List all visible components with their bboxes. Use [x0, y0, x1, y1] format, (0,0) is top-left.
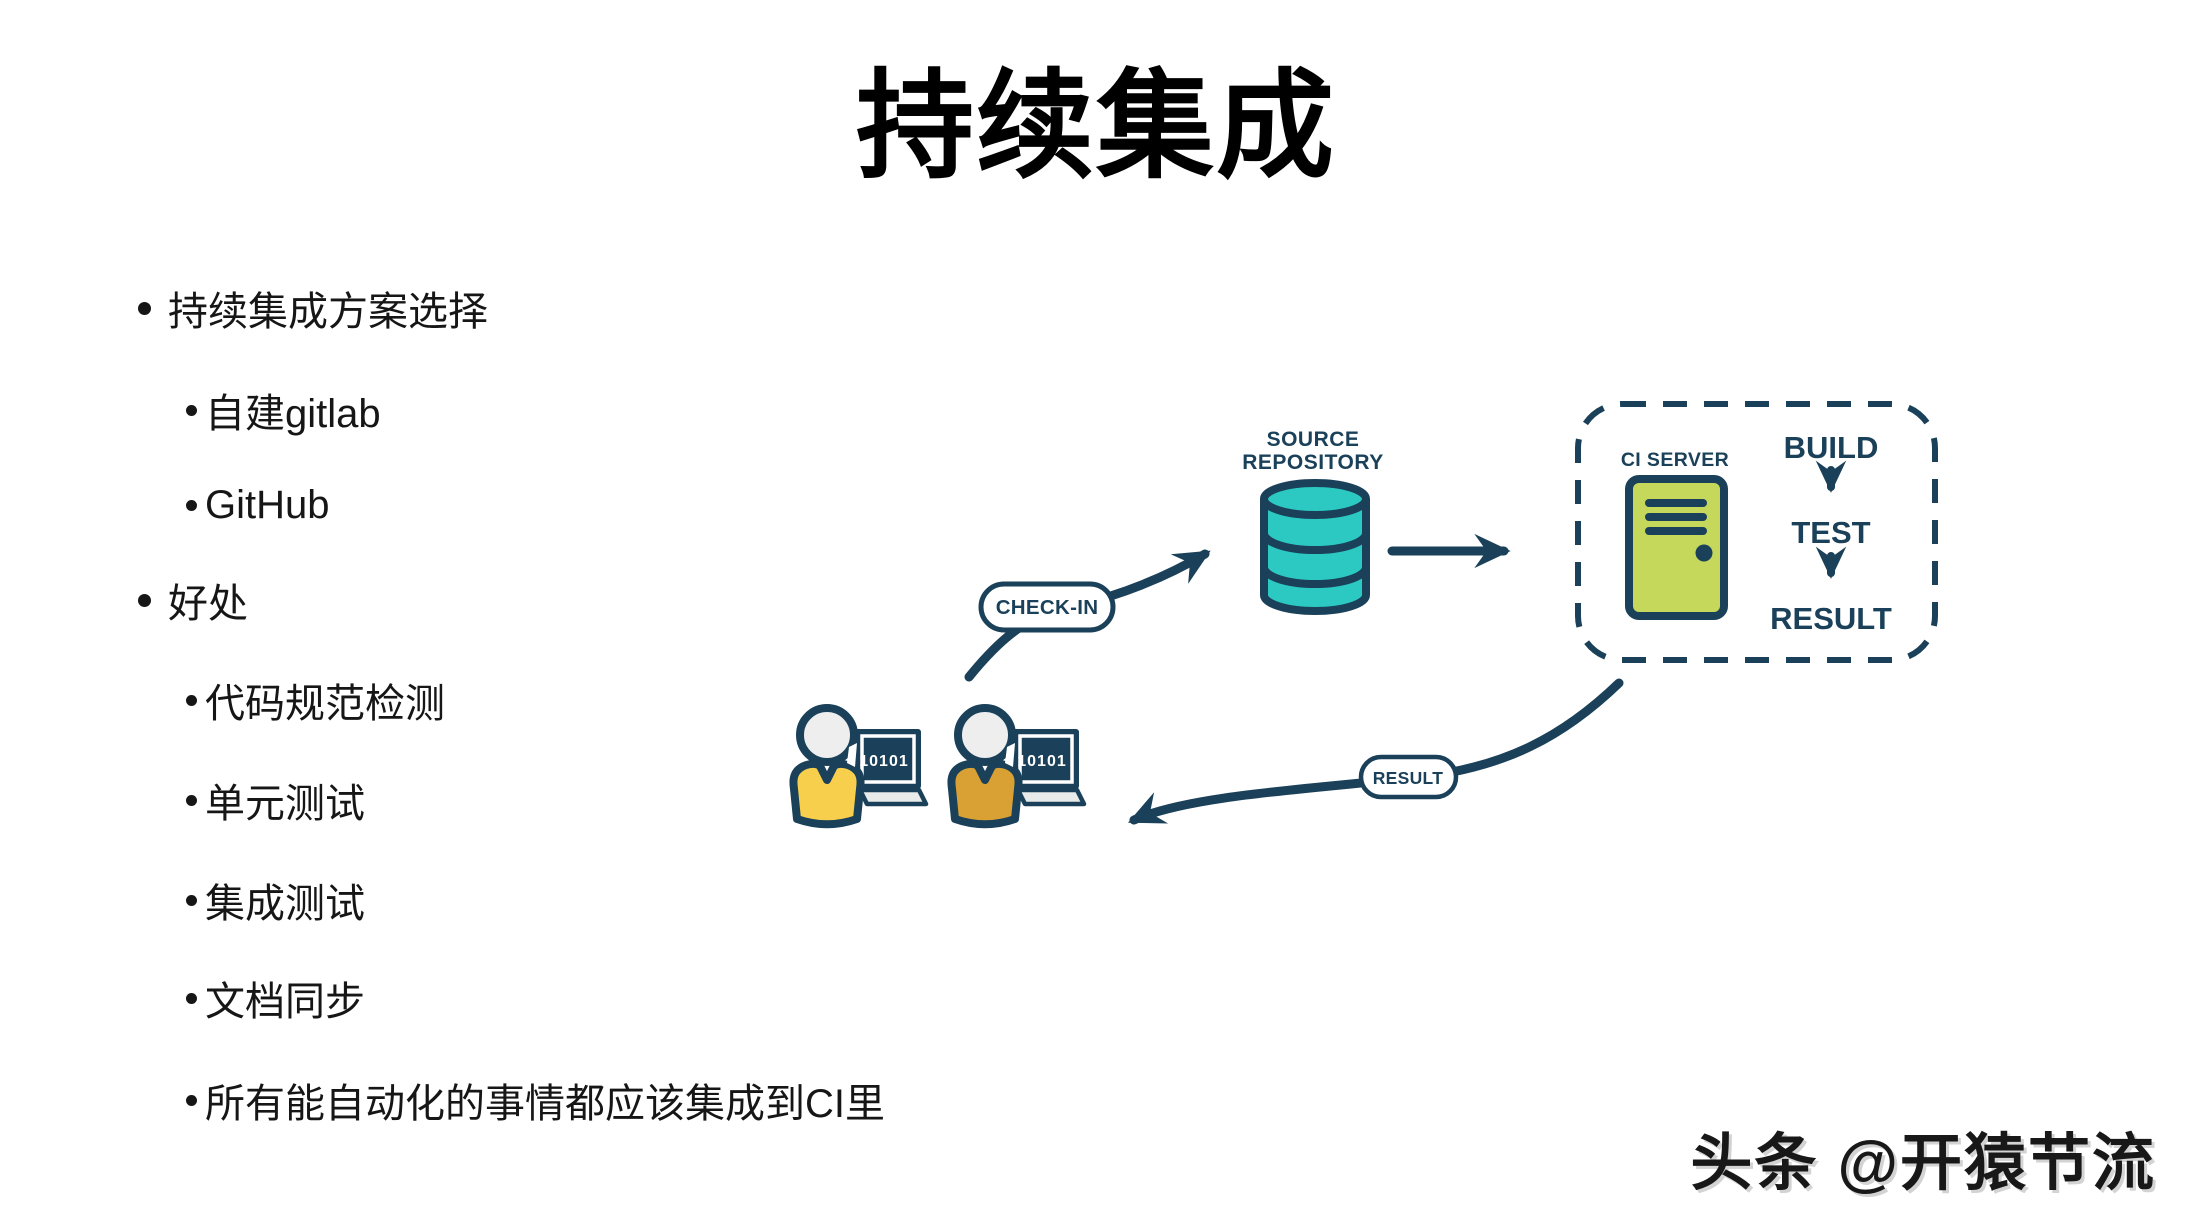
test-label: TEST: [1791, 515, 1870, 550]
database-icon: [1260, 479, 1370, 615]
bullet-icon: [138, 593, 151, 607]
laptop-screen-text: 10101: [859, 753, 909, 770]
bullet-text: 好处: [168, 582, 248, 626]
bullet-text: 代码规范检测: [205, 682, 445, 726]
bullet-icon: [186, 794, 197, 806]
result-pill-label: RESULT: [1373, 768, 1444, 788]
bullet-icon: [186, 992, 197, 1004]
bullet-icon: [138, 301, 151, 315]
developer-icon: 10101: [947, 704, 1087, 829]
bullet-text: 所有能自动化的事情都应该集成到CI里: [205, 1082, 885, 1126]
bullet-row: GitHub: [186, 481, 330, 529]
bullet-row: 文档同步: [186, 974, 365, 1024]
bullet-icon: [186, 694, 197, 706]
page-title: 持续集成: [855, 61, 1336, 193]
check-in-badge: CHECK-IN: [978, 581, 1116, 633]
bullet-text: 持续集成方案选择: [168, 290, 488, 334]
result-badge: RESULT: [1358, 754, 1459, 800]
bullet-row: 所有能自动化的事情都应该集成到CI里: [186, 1076, 885, 1126]
laptop-screen-text: 10101: [1017, 753, 1067, 770]
bullet-text: 单元测试: [205, 782, 365, 826]
bullet-icon: [186, 894, 197, 906]
check-in-label: CHECK-IN: [996, 596, 1099, 619]
ci-box-border: [1575, 401, 1938, 663]
build-label: BUILD: [1784, 430, 1879, 465]
bullet-icon: [186, 499, 197, 511]
bullet-row: 自建gitlab: [186, 386, 381, 436]
bullet-text: 集成测试: [205, 882, 365, 926]
bullet-row: 集成测试: [186, 876, 365, 926]
source-repository-label-line1: SOURCE: [1267, 428, 1360, 451]
bullet-row: 代码规范检测: [186, 676, 445, 726]
developer-icon: 10101: [789, 704, 929, 829]
result-flow-label: RESULT: [1770, 601, 1892, 636]
bullet-row: 持续集成方案选择: [138, 284, 488, 334]
source-repository-label-line2: REPOSITORY: [1242, 451, 1384, 474]
ci-server-label: CI SERVER: [1621, 449, 1729, 471]
bullet-icon: [186, 404, 197, 416]
bullet-row: 单元测试: [186, 776, 365, 826]
result-arrow: [1127, 678, 1624, 825]
bullet-icon: [186, 1094, 197, 1106]
watermark: 头条 @开猿节流: [1690, 1129, 2156, 1198]
server-icon: [1625, 475, 1728, 620]
bullet-text: 自建gitlab: [205, 392, 381, 436]
bullet-text: GitHub: [205, 482, 330, 527]
bullet-row: 好处: [138, 576, 248, 626]
ci-workflow-diagram: CHECK-IN SOURCE REPOSITORY CI SERVER BUI…: [789, 401, 1938, 829]
bullet-text: 文档同步: [205, 980, 365, 1024]
